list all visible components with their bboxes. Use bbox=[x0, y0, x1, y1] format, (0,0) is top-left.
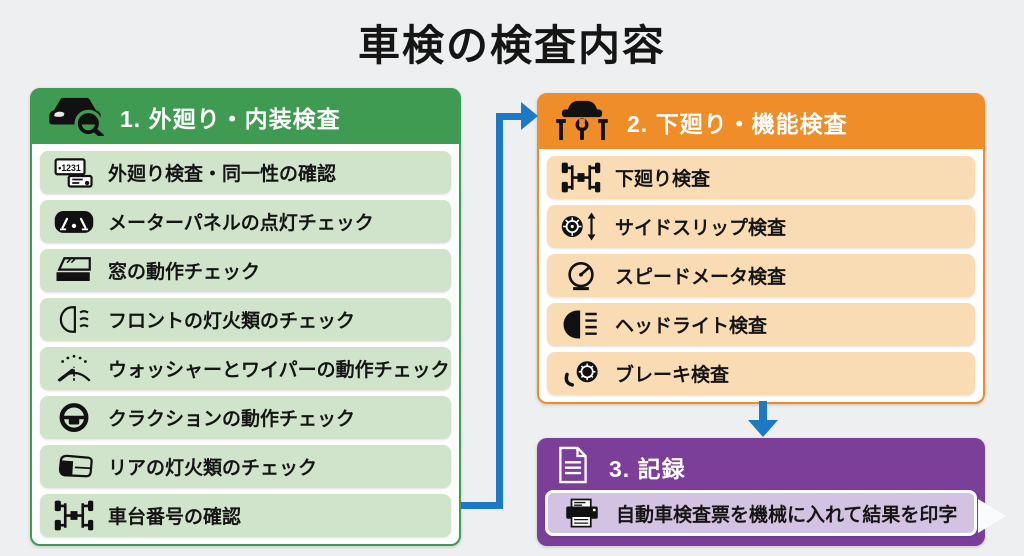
front-light-icon bbox=[50, 303, 98, 336]
checklist-item-label: クラクションの動作チェック bbox=[108, 409, 356, 430]
license-plate-icon: •1231 bbox=[50, 156, 98, 189]
checklist-item-label: サイドスリップ検査 bbox=[615, 218, 787, 239]
checklist-item-label: 車台番号の確認 bbox=[108, 507, 242, 528]
checklist-item: 窓の動作チェック bbox=[40, 249, 451, 292]
checklist-item-label: 下廻り検査 bbox=[615, 169, 711, 190]
checklist-item-label: メーターパネルの点灯チェック bbox=[108, 213, 374, 234]
speedometer-icon bbox=[557, 259, 605, 292]
checklist-item-label: ウォッシャーとワイパーの動作チェック bbox=[108, 360, 450, 381]
chassis-icon bbox=[557, 161, 605, 194]
checklist-item-label: ヘッドライト検査 bbox=[615, 316, 768, 337]
section-title: 2. 下廻り・機能検査 bbox=[627, 111, 848, 137]
flow-connector-vertical-segment bbox=[496, 113, 503, 509]
section-header: 2. 下廻り・機能検査 bbox=[539, 95, 983, 149]
section-record: 3. 記録 自動車検査票を機械に入れて結果を印字 bbox=[537, 438, 985, 546]
meter-panel-icon bbox=[50, 205, 98, 238]
checklist-item: ブレーキ検査 bbox=[547, 352, 975, 395]
checklist-item: 車台番号の確認 bbox=[40, 494, 451, 537]
checklist: 下廻り検査 サイドスリップ検査 bbox=[539, 149, 983, 402]
checklist-item-label: 窓の動作チェック bbox=[108, 262, 261, 283]
checklist-item-label: 外廻り検査・同一性の確認 bbox=[108, 164, 337, 185]
checklist-item: 自動車検査票を機械に入れて結果を印字 bbox=[545, 490, 977, 536]
checklist-item: ヘッドライト検査 bbox=[547, 303, 975, 346]
checklist-item: •1231 外廻り検査・同一性の確認 bbox=[40, 151, 451, 194]
checklist: •1231 外廻り検査・同一性の確認 メーターパネルの点灯チェック bbox=[32, 144, 459, 544]
checklist-item-label: フロントの灯火類のチェック bbox=[108, 311, 356, 332]
window-icon bbox=[50, 254, 98, 287]
flow-connector-bottom-segment bbox=[461, 502, 503, 509]
steering-wheel-icon bbox=[50, 401, 98, 434]
flow-connector-top-segment bbox=[503, 113, 523, 120]
flow-connector-down-segment bbox=[759, 401, 767, 422]
checklist-item: メーターパネルの点灯チェック bbox=[40, 200, 451, 243]
tire-slip-icon bbox=[557, 210, 605, 243]
checklist-item-label: ブレーキ検査 bbox=[615, 365, 730, 386]
page-title: 車検の検査内容 bbox=[357, 22, 666, 69]
car-lift-icon bbox=[553, 99, 611, 146]
checklist-item: ウォッシャーとワイパーの動作チェック bbox=[40, 347, 451, 390]
car-search-icon bbox=[46, 94, 105, 141]
checklist-item: リアの灯火類のチェック bbox=[40, 445, 451, 488]
section-title: 1. 外廻り・内装検査 bbox=[120, 106, 341, 132]
rear-light-icon bbox=[50, 450, 98, 483]
section-title: 3. 記録 bbox=[609, 456, 686, 482]
flow-arrow-right-icon bbox=[521, 102, 538, 130]
checklist-item: 下廻り検査 bbox=[547, 156, 975, 199]
checklist-item: クラクションの動作チェック bbox=[40, 396, 451, 439]
checklist-item-label: リアの灯火類のチェック bbox=[108, 458, 318, 479]
section-exterior-interior: 1. 外廻り・内装検査 •1231 外廻り検査・同一性の確認 bbox=[30, 88, 461, 546]
printer-icon bbox=[558, 497, 606, 530]
chassis-icon bbox=[50, 499, 98, 532]
checklist-item: サイドスリップ検査 bbox=[547, 205, 975, 248]
checklist-item: フロントの灯火類のチェック bbox=[40, 298, 451, 341]
checklist-item-label: 自動車検査票を機械に入れて結果を印字 bbox=[616, 504, 958, 526]
document-icon bbox=[555, 445, 591, 490]
svg-text:•1231: •1231 bbox=[58, 163, 81, 173]
flow-arrow-down-icon bbox=[748, 420, 778, 437]
wiper-icon bbox=[50, 352, 98, 385]
checklist-item: スピードメータ検査 bbox=[547, 254, 975, 297]
section-header: 3. 記録 bbox=[545, 444, 977, 490]
section-header: 1. 外廻り・内装検査 bbox=[32, 90, 459, 144]
headlight-icon bbox=[557, 308, 605, 341]
checklist-item-label: スピードメータ検査 bbox=[615, 267, 787, 288]
decorative-chevron-right-icon bbox=[978, 499, 1006, 533]
brake-icon bbox=[557, 357, 605, 390]
section-undercarriage-function: 2. 下廻り・機能検査 下廻り検査 bbox=[537, 93, 985, 404]
